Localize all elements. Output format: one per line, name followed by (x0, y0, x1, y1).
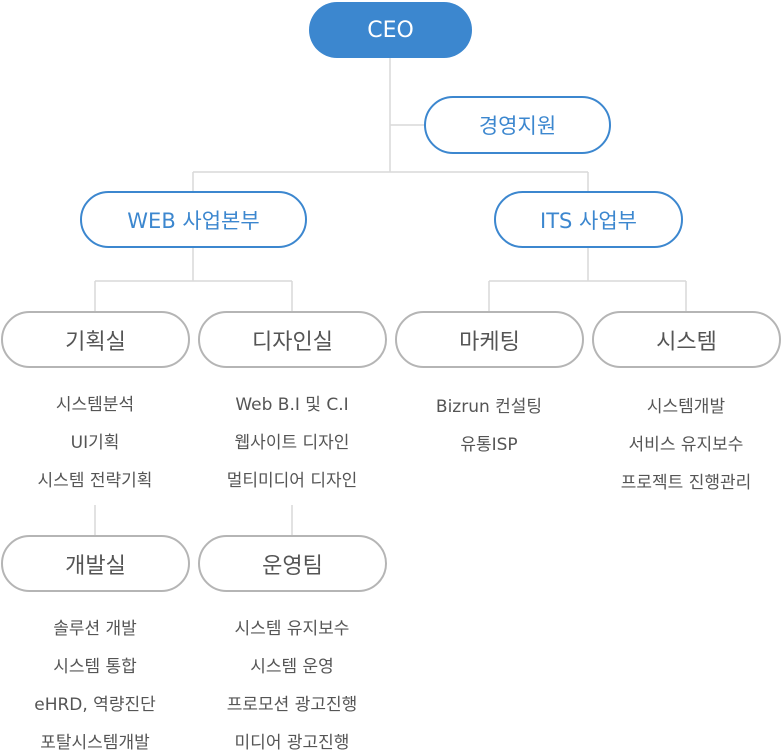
web-division-node: WEB 사업본부 (80, 191, 307, 248)
planning-task: 시스템분석 (55, 395, 135, 415)
design-team-label: 디자인실 (252, 329, 333, 355)
development-team-node: 개발실 (1, 535, 190, 592)
planning-task: 시스템 전략기획 (37, 471, 153, 491)
system-task: 프로젝트 진행관리 (620, 473, 752, 493)
planning-team-label: 기획실 (65, 329, 126, 355)
marketing-team-label: 마케팅 (459, 329, 520, 355)
its-division-label: ITS 사업부 (540, 208, 637, 233)
planning-team-node: 기획실 (1, 311, 190, 368)
development-task: 솔루션 개발 (53, 619, 137, 639)
marketing-task: Bizrun 컨설팅 (435, 397, 543, 417)
design-task-list: Web B.I 및 C.I 웹사이트 디자인 멀티미디어 디자인 (197, 386, 387, 500)
operations-team-node: 운영팀 (198, 535, 387, 592)
operations-task: 시스템 운영 (250, 657, 334, 677)
operations-team-label: 운영팀 (262, 553, 323, 579)
marketing-task-list: Bizrun 컨설팅 유통ISP (394, 388, 584, 464)
design-task: Web B.I 및 C.I (235, 395, 349, 415)
system-team-node: 시스템 (592, 311, 781, 368)
system-team-label: 시스템 (656, 329, 717, 355)
support-label: 경영지원 (478, 114, 557, 138)
its-division-node: ITS 사업부 (494, 191, 683, 248)
operations-task: 시스템 유지보수 (234, 619, 350, 639)
development-team-label: 개발실 (65, 553, 126, 579)
development-task-list: 솔루션 개발 시스템 통합 eHRD, 역량진단 포탈시스템개발 (0, 610, 190, 753)
ceo-node: CEO (309, 2, 472, 58)
development-task: eHRD, 역량진단 (34, 695, 156, 715)
operations-task: 미디어 광고진행 (234, 733, 350, 753)
design-task: 웹사이트 디자인 (234, 433, 350, 453)
support-node: 경영지원 (424, 96, 611, 154)
marketing-team-node: 마케팅 (395, 311, 584, 368)
planning-task-list: 시스템분석 UI기획 시스템 전략기획 (0, 386, 190, 500)
development-task: 포탈시스템개발 (40, 733, 150, 753)
system-task-list: 시스템개발 서비스 유지보수 프로젝트 진행관리 (591, 388, 781, 502)
system-task: 서비스 유지보수 (628, 435, 744, 455)
design-task: 멀티미디어 디자인 (226, 471, 358, 491)
planning-task: UI기획 (70, 433, 120, 453)
development-task: 시스템 통합 (53, 657, 137, 677)
design-team-node: 디자인실 (198, 311, 387, 368)
marketing-task: 유통ISP (460, 435, 518, 455)
system-task: 시스템개발 (646, 397, 726, 417)
web-division-label: WEB 사업본부 (127, 208, 260, 233)
ceo-label: CEO (367, 17, 414, 43)
operations-task-list: 시스템 유지보수 시스템 운영 프로모션 광고진행 미디어 광고진행 (197, 610, 387, 753)
operations-task: 프로모션 광고진행 (226, 695, 358, 715)
